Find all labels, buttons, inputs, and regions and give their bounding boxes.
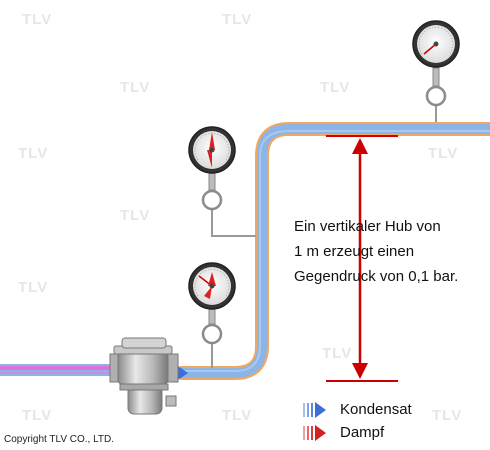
steam-trap <box>109 337 179 415</box>
middle-pressure-gauge <box>188 126 256 237</box>
legend-steam-label: Dampf <box>340 424 385 441</box>
tlv-watermark: TLV <box>22 11 52 28</box>
legend-condensate-label: Kondensat <box>340 401 412 418</box>
tlv-watermark: TLV <box>432 407 462 424</box>
annotation-line-3: Gegendruck von 0,1 bar. <box>294 268 459 285</box>
tlv-watermark: TLV <box>428 145 458 162</box>
tlv-watermark: TLV <box>322 345 352 362</box>
flow-direction-arrow <box>178 366 188 380</box>
legend-condensate-icon <box>303 402 326 418</box>
discharge-riser-pipe <box>180 122 490 380</box>
tlv-watermark: TLV <box>120 207 150 224</box>
watermark-layer: TLV TLV TLV TLV TLV TLV TLV TLV TLV TLV … <box>18 11 462 424</box>
inlet-pipe <box>0 364 118 376</box>
legend-steam-icon <box>303 425 326 441</box>
annotation-line-2: 1 m erzeugt einen <box>294 243 415 260</box>
tlv-watermark: TLV <box>222 11 252 28</box>
tlv-watermark: TLV <box>120 79 150 96</box>
upper-pressure-gauge <box>412 20 460 122</box>
lower-pressure-gauge <box>188 262 236 368</box>
lift-dimension-arrow <box>326 135 398 382</box>
annotation-line-1: Ein vertikaler Hub von <box>294 218 441 235</box>
tlv-watermark: TLV <box>320 79 350 96</box>
tlv-watermark: TLV <box>222 407 252 424</box>
copyright-text: Copyright TLV CO., LTD. <box>4 434 115 445</box>
tlv-watermark: TLV <box>18 279 48 296</box>
tlv-watermark: TLV <box>22 407 52 424</box>
tlv-watermark: TLV <box>18 145 48 162</box>
